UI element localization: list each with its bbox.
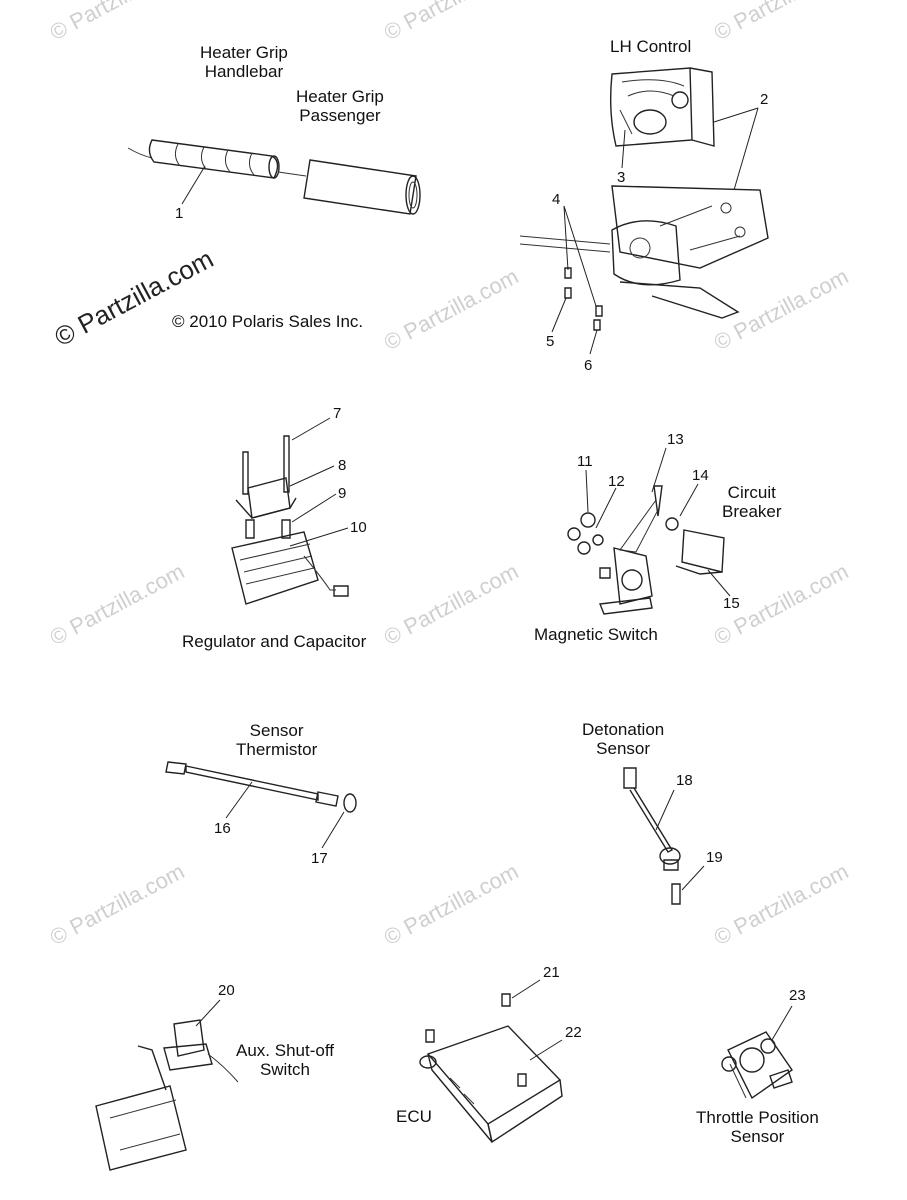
label-magnetic-switch: Magnetic Switch xyxy=(534,625,658,644)
lh-control-housing xyxy=(609,67,759,191)
callout-13: 13 xyxy=(667,431,684,448)
heater-grip-handlebar xyxy=(127,139,280,205)
callout-20: 20 xyxy=(218,982,235,999)
callout-19: 19 xyxy=(706,849,723,866)
callout-6: 6 xyxy=(584,357,593,374)
callout-17: 17 xyxy=(311,850,328,867)
callout-2: 2 xyxy=(760,91,769,108)
callout-14: 14 xyxy=(692,467,709,484)
callout-11: 11 xyxy=(577,453,593,470)
regulator-and-capacitor xyxy=(231,417,349,605)
detonation-sensor xyxy=(623,767,705,905)
callout-3: 3 xyxy=(617,169,626,186)
callout-23: 23 xyxy=(789,987,806,1004)
callout-7: 7 xyxy=(333,405,342,422)
callout-1: 1 xyxy=(175,205,184,222)
callout-15: 15 xyxy=(723,595,740,612)
aux-shutoff-switch xyxy=(95,999,239,1171)
label-lh-control: LH Control xyxy=(610,37,692,56)
callout-22: 22 xyxy=(565,1024,582,1041)
copyright-text: © 2010 Polaris Sales Inc. xyxy=(172,312,364,331)
label-regulator: Regulator and Capacitor xyxy=(182,632,367,651)
heater-grip-passenger xyxy=(277,159,421,215)
callout-9: 9 xyxy=(338,485,347,502)
callout-12: 12 xyxy=(608,473,625,490)
magnetic-switch xyxy=(567,447,731,615)
callout-8: 8 xyxy=(338,457,347,474)
ecu xyxy=(419,979,563,1144)
callout-21: 21 xyxy=(543,964,560,981)
throttle-position-sensor xyxy=(721,1005,793,1100)
label-ecu: ECU xyxy=(396,1107,432,1126)
callout-10: 10 xyxy=(350,519,367,536)
callout-4: 4 xyxy=(552,191,561,208)
lh-control-assembly xyxy=(519,185,769,355)
callout-18: 18 xyxy=(676,772,693,789)
callout-16: 16 xyxy=(214,820,231,837)
sensor-thermistor xyxy=(165,761,357,849)
callout-5: 5 xyxy=(546,333,555,350)
